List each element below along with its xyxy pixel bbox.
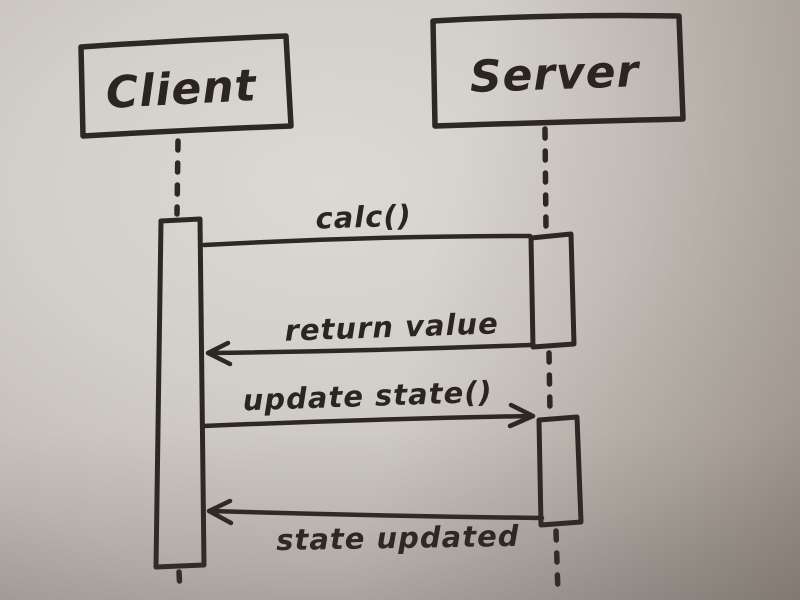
client-actor-label: Client bbox=[105, 60, 259, 119]
server-lifeline-upper bbox=[542, 126, 549, 233]
server-actor-box bbox=[430, 12, 686, 129]
client-activation-bar bbox=[153, 216, 207, 570]
client-actor-box bbox=[78, 33, 294, 139]
server-activation-bar-1 bbox=[528, 231, 577, 350]
server-lifeline-middle bbox=[546, 350, 553, 415]
message-line-update-state bbox=[200, 413, 534, 429]
server-actor-label: Server bbox=[469, 46, 641, 103]
arrowhead-update-state bbox=[507, 402, 536, 429]
message-label-return-value: return value bbox=[284, 306, 499, 347]
message-line-return-value bbox=[207, 342, 534, 356]
client-lifeline-upper bbox=[174, 138, 181, 217]
arrowhead-return-value bbox=[205, 340, 233, 367]
message-line-state-updated bbox=[208, 508, 545, 521]
arrowhead-state-updated bbox=[206, 498, 234, 526]
message-label-update-state: update state() bbox=[242, 375, 493, 418]
server-activation-bar-2 bbox=[536, 414, 584, 528]
message-label-calc: calc() bbox=[315, 198, 413, 235]
client-lifeline-lower bbox=[176, 569, 183, 595]
message-label-state-updated: state updated bbox=[276, 519, 520, 557]
server-lifeline-lower bbox=[553, 528, 561, 597]
message-line-calc bbox=[201, 233, 533, 248]
